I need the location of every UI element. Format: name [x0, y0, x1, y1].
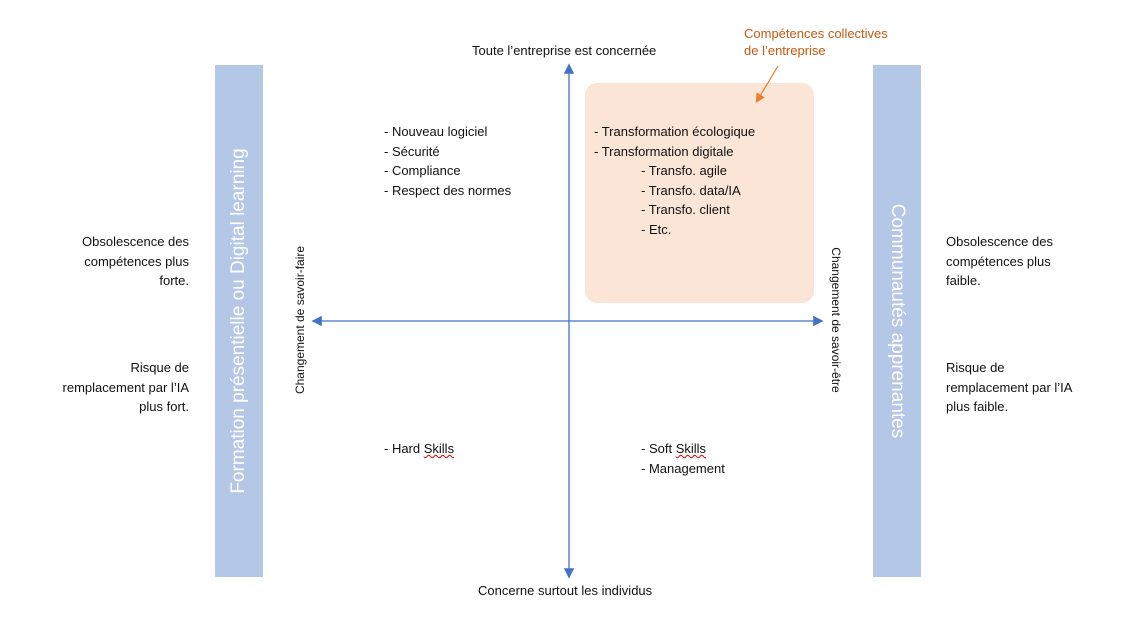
list-item: - Sécurité: [384, 143, 440, 159]
left-bar-label: Formation présentielle ou Digital learni…: [228, 148, 249, 494]
right-bar: Communautés apprenantes: [873, 65, 921, 577]
text-line: plus faible.: [946, 399, 1009, 414]
left-obsolescence: Obsolescence des compétences plus forte.: [82, 232, 189, 291]
callout-label: Compétences collectives de l’entreprise: [744, 25, 888, 59]
list-item: - Transfo. data/IA: [641, 182, 741, 198]
text-line: remplacement par l’IA: [946, 379, 1073, 395]
text-line: Obsolescence des: [82, 234, 189, 249]
axis-label-bottom: Concerne surtout les individus: [478, 583, 653, 598]
bottom-left-list: - Hard Skills: [384, 439, 454, 459]
axis-label-right: Changement de savoir-être: [829, 247, 843, 393]
text-line: faible.: [946, 273, 981, 288]
text-line: forte.: [159, 273, 189, 288]
list-item: - Nouveau logiciel: [384, 124, 488, 139]
text-line: Risque de: [946, 360, 1005, 375]
text: - Hard: [384, 441, 424, 456]
text-line: plus fort.: [139, 399, 189, 414]
right-obsolescence: Obsolescence des compétences plus faible.: [946, 232, 1053, 291]
text-line: compétences plus: [946, 253, 1051, 269]
top-left-list: - Nouveau logiciel - Sécurité - Compliance…: [384, 122, 511, 200]
list-item: - Soft Skills: [641, 439, 725, 459]
text-line: Compétences collectives: [744, 26, 888, 41]
list-item: - Transformation digitale: [594, 143, 734, 159]
axis-label-top: Toute l’entreprise est concernée: [472, 43, 657, 58]
list-item: - Hard Skills: [384, 439, 454, 459]
top-right-sublist: - Transfo. agile - Transfo. data/IA - Tran…: [641, 161, 741, 239]
axis-label-left: Changement de savoir-faire: [293, 245, 307, 395]
highlight-box: [585, 83, 814, 303]
list-item: - Management: [641, 460, 725, 476]
callout-arrow: [755, 65, 779, 104]
list-item: - Transfo. agile: [641, 163, 727, 178]
left-bar: Formation présentielle ou Digital learni…: [215, 65, 263, 577]
list-item: - Transfo. client: [641, 202, 730, 217]
left-risk: Risque de remplacement par l’IA plus fort.: [63, 358, 189, 417]
list-item: - Respect des normes: [384, 182, 512, 198]
text-line: de l’entreprise: [744, 43, 826, 58]
text: Skills: [423, 441, 455, 456]
top-right-list: - Transformation écologique - Transformat…: [594, 122, 755, 161]
text: Skills: [675, 441, 707, 456]
list-item: - Transformation écologique: [594, 124, 756, 139]
text-line: Risque de: [130, 360, 189, 375]
text: - Soft: [641, 441, 676, 456]
text-line: Obsolescence des: [946, 234, 1053, 249]
list-item: - Compliance: [384, 163, 461, 178]
list-item: - Etc.: [641, 221, 672, 237]
right-risk: Risque de remplacement par l’IA plus faibl…: [946, 358, 1072, 417]
bottom-right-list: - Soft Skills- Management: [641, 439, 725, 478]
text-line: compétences plus: [84, 253, 189, 269]
right-bar-label: Communautés apprenantes: [887, 203, 908, 439]
text-line: remplacement par l’IA: [62, 379, 189, 395]
